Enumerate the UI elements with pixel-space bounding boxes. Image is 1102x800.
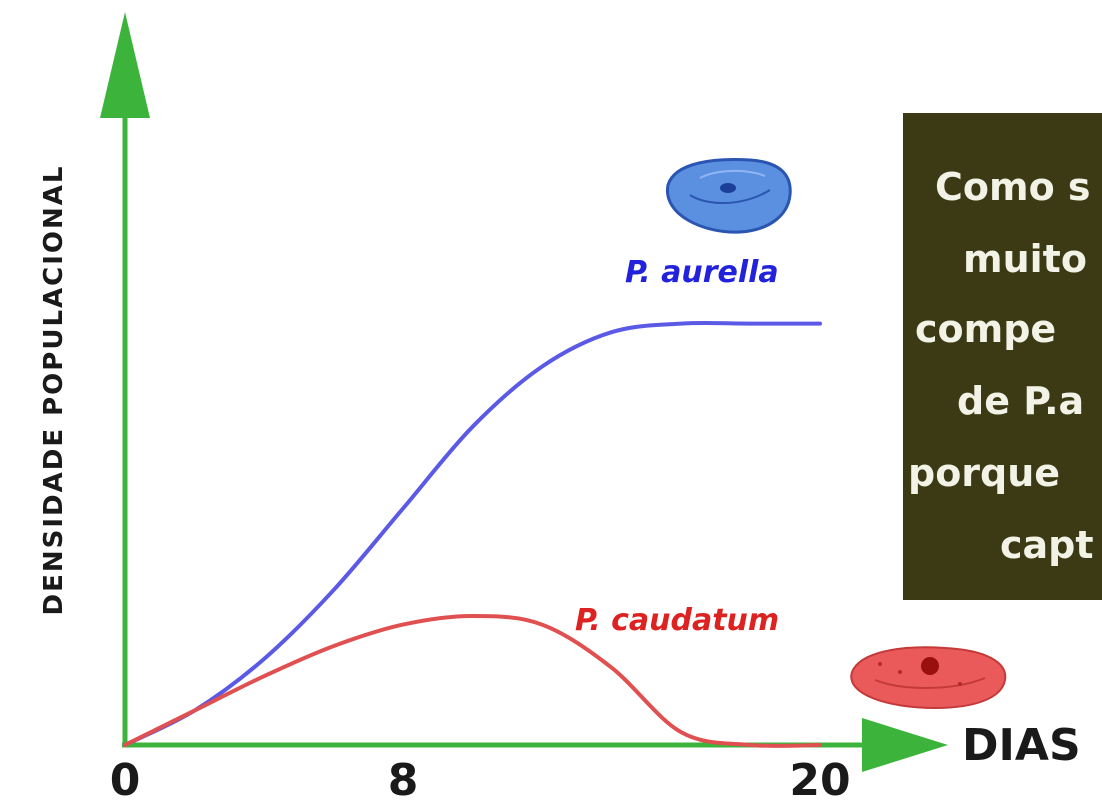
- paramecium-caudatum-icon: [850, 646, 1007, 710]
- info-box: Como s muito compe de P.a porque capt: [903, 113, 1102, 600]
- info-box-line-5: porque: [908, 451, 1060, 495]
- series-line-aurella: [123, 320, 822, 747]
- x-tick-labels: 0 8 20: [110, 755, 851, 800]
- x-tick-label-8: 8: [388, 755, 419, 800]
- info-box-line-2: muito: [963, 237, 1087, 281]
- y-axis-arrow: [100, 12, 150, 118]
- x-tick-label-0: 0: [110, 755, 141, 800]
- info-box-line-4: de P.a: [957, 379, 1084, 423]
- axes: [100, 12, 948, 772]
- series-lines: [123, 320, 822, 748]
- info-box-line-6: capt: [1000, 523, 1094, 567]
- y-axis-label: DENSIDADE POPULACIONAL: [39, 165, 69, 616]
- series-label-aurella: P. aurella: [625, 255, 779, 290]
- paramecium-aurelia-icon: [666, 158, 792, 234]
- x-axis-arrow: [862, 718, 948, 772]
- info-box-background: [903, 113, 1102, 600]
- x-tick-label-20: 20: [789, 755, 850, 800]
- info-box-line-1: Como s: [935, 165, 1091, 209]
- x-axis-label: DIAS: [962, 720, 1081, 771]
- series-label-caudatum: P. caudatum: [575, 603, 779, 638]
- info-box-line-3: compe: [915, 307, 1056, 351]
- series-line-caudatum: [123, 613, 822, 748]
